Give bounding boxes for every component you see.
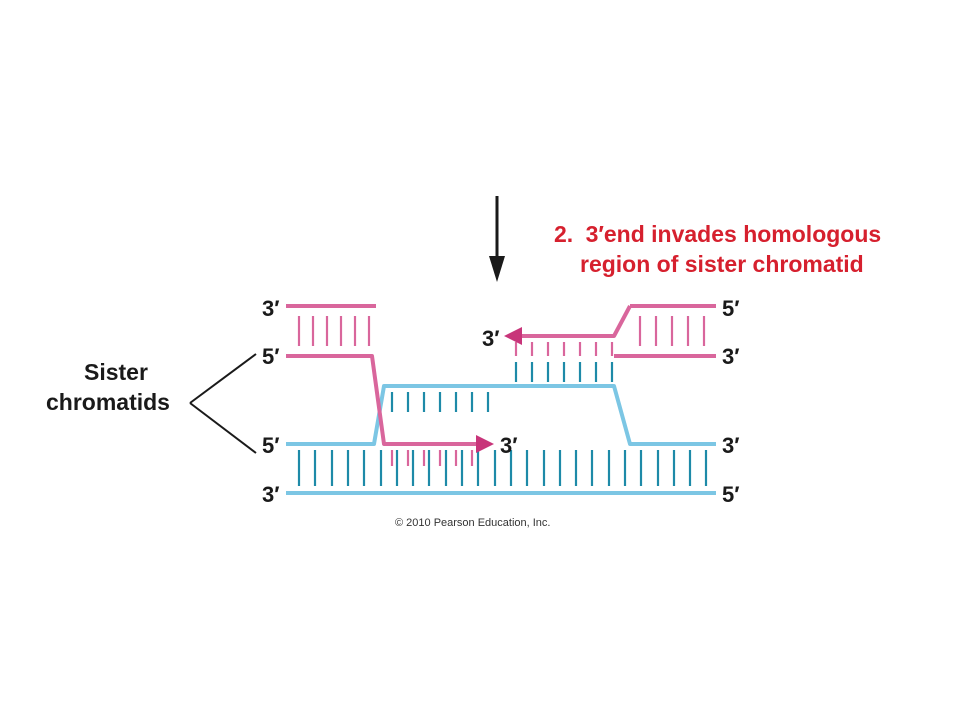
- label-3prime-top-right: 3′: [722, 344, 740, 369]
- label-3prime-invading-tip: 3′: [482, 326, 500, 351]
- pink-invading-strand: [516, 305, 632, 338]
- copyright-notice: © 2010 Pearson Education, Inc.: [395, 517, 550, 529]
- step-caption-line1: 2. 3′end invades homologous: [554, 221, 881, 247]
- step-number: 2.: [554, 221, 573, 247]
- step-caption-text-1: 3′end invades homologous: [586, 221, 882, 247]
- process-arrow: [489, 196, 505, 282]
- base-pairs-invading-strand: [514, 342, 614, 382]
- chromatid-bracket: [189, 353, 257, 454]
- extending-strand-arrowhead: [476, 435, 494, 453]
- label-5prime-bottom-left: 5′: [262, 433, 280, 458]
- base-pairs-pink-right: [638, 316, 706, 346]
- blue-displaced-strand: [356, 384, 716, 446]
- label-3prime-top-left: 3′: [262, 296, 280, 321]
- base-pairs-pink-left: [297, 316, 371, 346]
- step-caption-line2: region of sister chromatid: [580, 251, 864, 277]
- base-pairs-displaced-loop: [390, 392, 490, 412]
- label-3prime-bottom-right: 3′: [722, 433, 740, 458]
- label-5prime-bottom-right: 5′: [722, 482, 740, 507]
- pink-extending-strand: [286, 354, 482, 446]
- base-pairs-new-synthesis: [390, 450, 474, 466]
- label-3prime-extending-tip: 3′: [500, 433, 518, 458]
- chromatids-label: chromatids: [46, 389, 170, 415]
- label-5prime-top-right: 5′: [722, 296, 740, 321]
- invading-strand-arrowhead: [504, 327, 522, 345]
- base-pairs-bottom-duplex: [297, 450, 708, 486]
- sister-label: Sister: [84, 359, 148, 385]
- label-3prime-bottom-left: 3′: [262, 482, 280, 507]
- label-5prime-top-left: 5′: [262, 344, 280, 369]
